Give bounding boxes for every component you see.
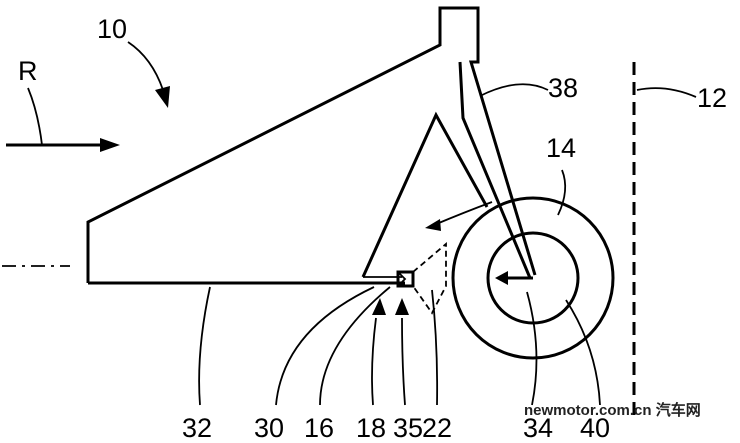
label-30: 30 [254,413,284,443]
label-14: 14 [546,133,576,163]
leader-40 [565,299,601,406]
label-34: 34 [523,413,553,443]
leader-34 [526,291,538,406]
leader-12 [636,87,697,98]
label-38: 38 [548,73,578,103]
label-r: R [18,56,38,86]
label-22: 22 [422,413,452,443]
arrow-10-head [155,86,170,108]
leader-18 [371,317,377,406]
wheel-outer-14 [451,196,615,360]
label-18: 18 [356,413,386,443]
label-32: 32 [182,413,212,443]
arrow-18-head [372,298,386,315]
arrow-35-head [395,298,409,315]
leader-22 [431,289,439,406]
leader-38 [479,83,549,97]
inner-arrow-head [495,271,508,285]
leader-r [27,87,43,146]
leader-16 [319,286,391,406]
plug-35-chevron [397,271,407,287]
arrow-r-head [100,138,120,152]
label-12: 12 [697,83,727,113]
label-40: 40 [580,413,610,443]
plug-35 [396,270,415,288]
leader-32 [198,286,211,406]
watermark: newmotor.com.cn 汽车网 [524,401,701,419]
curved-arrow-head [425,219,441,231]
label-35: 35 [393,413,423,443]
leader-10 [127,41,164,91]
dashed-element-22 [412,242,447,315]
housing-outline [86,6,537,283]
triangle-element [361,111,489,278]
leader-14 [557,169,567,216]
leader-30 [275,286,375,406]
label-16: 16 [304,413,334,443]
leader-35 [401,317,406,406]
label-10: 10 [97,14,127,44]
arm-38 [458,61,532,279]
channel-30 [363,276,402,284]
